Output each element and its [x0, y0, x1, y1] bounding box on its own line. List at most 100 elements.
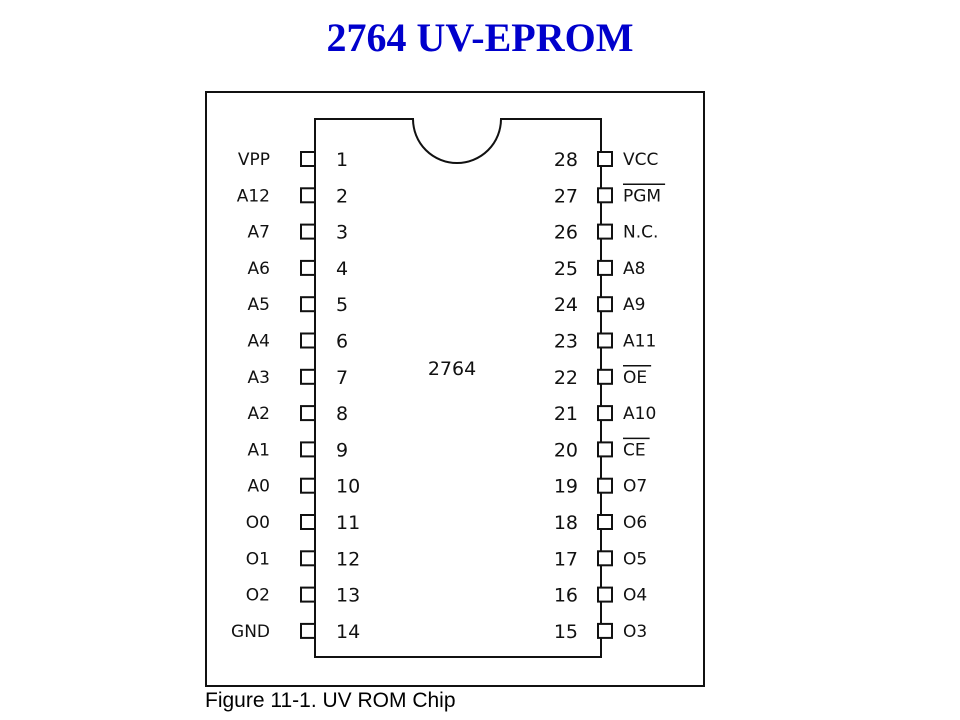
- pin-number: 9: [336, 439, 348, 461]
- pin-17: 17 O5: [554, 548, 647, 570]
- pin-number: 3: [336, 222, 348, 244]
- pin-number: 7: [336, 367, 348, 389]
- pin-pad: [300, 187, 316, 204]
- pin-3: A7 3: [248, 222, 349, 244]
- pin-label: A2: [248, 404, 270, 424]
- pin-13: O2 13: [246, 585, 360, 607]
- pin-number: 18: [554, 512, 578, 534]
- pin-label: O5: [623, 549, 647, 569]
- pin-label: PGM: [623, 186, 661, 206]
- pin-pad: [597, 223, 613, 240]
- pin-number: 26: [554, 222, 578, 244]
- pin-21: 21 A10: [554, 403, 656, 425]
- pin-pad: [597, 514, 613, 530]
- pin-pad: [300, 368, 316, 385]
- pin-label: VCC: [623, 150, 658, 170]
- pin-23: 23 A11: [554, 331, 656, 353]
- pin-pad: [597, 441, 613, 458]
- pin-pad: [300, 296, 316, 313]
- pin-pad: [300, 477, 316, 494]
- pin-label: VPP: [238, 150, 270, 170]
- pin-20: 20 CE: [554, 437, 650, 461]
- pin-pad: [597, 405, 613, 422]
- pin-22: 22 OE: [554, 365, 652, 389]
- pin-label: A7: [248, 223, 270, 243]
- pin-pad: [300, 550, 316, 567]
- pin-number: 15: [554, 621, 578, 643]
- pin-8: A2 8: [248, 403, 349, 425]
- pin-number: 14: [336, 621, 360, 643]
- pin-number: 6: [336, 331, 348, 353]
- pin-pad: [300, 622, 316, 639]
- slide-title: 2764 UV-EPROM: [326, 15, 634, 60]
- pin-label: A3: [248, 368, 270, 388]
- pin-pad: [300, 586, 316, 603]
- pin-label: A9: [623, 295, 645, 315]
- pin-label: OE: [623, 368, 647, 388]
- pin-pad: [597, 296, 613, 313]
- pin-pad: [300, 332, 316, 349]
- pin-pad: [597, 187, 613, 204]
- pin-number: 20: [554, 439, 578, 461]
- pin-pad: [597, 368, 613, 385]
- pin-pad: [300, 514, 316, 530]
- pin-number: 27: [554, 185, 578, 207]
- pin-number: 25: [554, 258, 578, 280]
- pin-pad: [597, 332, 613, 349]
- figure-caption: Figure 11-1. UV ROM Chip: [205, 689, 456, 712]
- pin-label: A4: [248, 332, 270, 352]
- chip-label: 2764: [428, 358, 476, 380]
- pin-10: A0 10: [248, 476, 361, 498]
- pin-label: O4: [623, 586, 647, 606]
- pin-number: 17: [554, 548, 578, 570]
- pin-27: 27 PGM: [554, 183, 666, 207]
- pin-label: O1: [246, 549, 270, 569]
- pin-pad: [597, 151, 613, 167]
- pin-number: 2: [336, 185, 348, 207]
- pin-pad: [300, 441, 316, 458]
- pin-1: VPP 1: [238, 149, 348, 171]
- pin-label: A12: [237, 186, 270, 206]
- pin-number: 13: [336, 585, 360, 607]
- pin-number: 4: [336, 258, 348, 280]
- pin-number: 19: [554, 476, 578, 498]
- pin-label: N.C.: [623, 223, 658, 243]
- pin-pad: [300, 405, 316, 422]
- pin-pad: [300, 259, 316, 276]
- chip-body: [314, 118, 602, 658]
- pin-label: A11: [623, 332, 656, 352]
- pin-number: 22: [554, 367, 578, 389]
- pin-label: A10: [623, 404, 656, 424]
- pin-number: 24: [554, 294, 578, 316]
- pin-label: O0: [246, 513, 270, 533]
- pin-number: 10: [336, 476, 360, 498]
- pin-number: 12: [336, 548, 360, 570]
- pin-label: A0: [248, 477, 270, 497]
- pin-number: 8: [336, 403, 348, 425]
- pin-number: 21: [554, 403, 578, 425]
- pin-26: 26 N.C.: [554, 222, 659, 244]
- pin-label: O2: [246, 586, 270, 606]
- pin-7: A3 7: [248, 367, 349, 389]
- pin-number: 1: [336, 149, 348, 171]
- figure-frame: [205, 91, 705, 687]
- pin-number: 5: [336, 294, 348, 316]
- pin-6: A4 6: [248, 331, 349, 353]
- pin-24: 24 A9: [554, 294, 646, 316]
- pin-pad: [597, 477, 613, 494]
- pin-pad: [597, 550, 613, 567]
- pin-number: 23: [554, 331, 578, 353]
- pin-number: 16: [554, 585, 578, 607]
- pin-label: CE: [623, 440, 646, 460]
